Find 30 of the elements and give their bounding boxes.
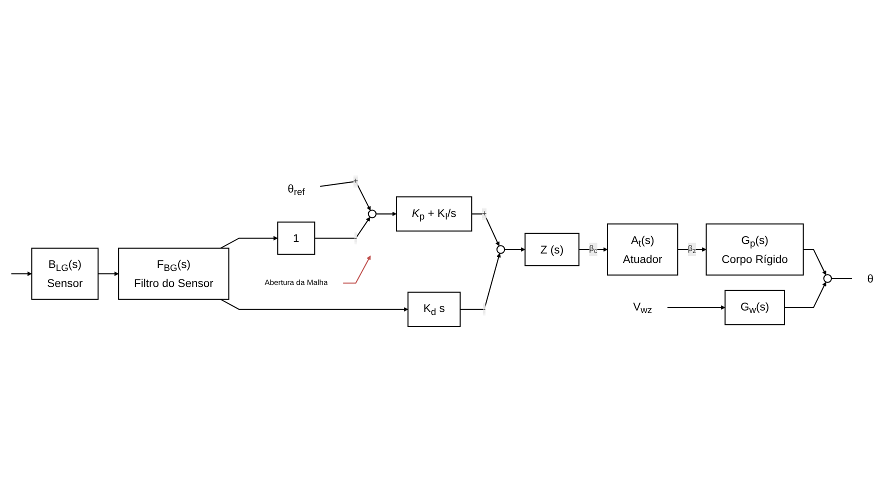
transfer-function-block: Z (s) (524, 232, 580, 266)
arrow (472, 213, 500, 246)
summing-junction (368, 210, 377, 218)
transfer-function-block: K$_{d}$ s (407, 292, 461, 327)
summing-junction (496, 245, 506, 254)
signal-label: V$_{wz}$ (633, 300, 652, 316)
arrow (578, 247, 608, 252)
transfer-function-block: F$_{BG}$(s) Filtro do Sensor (118, 248, 230, 300)
arrow (784, 282, 826, 308)
arrow (460, 253, 501, 310)
transfer-function-block: G$_{p}$(s) Corpo Rígido (706, 223, 804, 276)
arrow (504, 247, 526, 252)
signal-label: θ (867, 272, 874, 285)
transfer-function-block: B$_{LG}$(s) Sensor (31, 248, 99, 300)
transfer-function-block: K$_{p}$ + K$_{I}$/s (396, 196, 472, 232)
arrow (98, 272, 119, 276)
transfer-function-block: 1 (277, 222, 316, 255)
arrow (314, 216, 370, 239)
arrow (220, 298, 408, 312)
signal-label: θ$_{ref}$ (288, 182, 305, 198)
arrow (320, 180, 371, 211)
arrow (803, 248, 826, 276)
transfer-function-block: G$_{w}$(s) (724, 290, 785, 326)
arrow (343, 255, 371, 284)
arrow (11, 272, 32, 276)
arrow (220, 236, 278, 249)
summing-junction (823, 274, 832, 283)
arrow (376, 212, 397, 216)
arrow (667, 305, 726, 310)
transfer-function-block: A$_{t}$(s) Atuador (607, 223, 678, 276)
